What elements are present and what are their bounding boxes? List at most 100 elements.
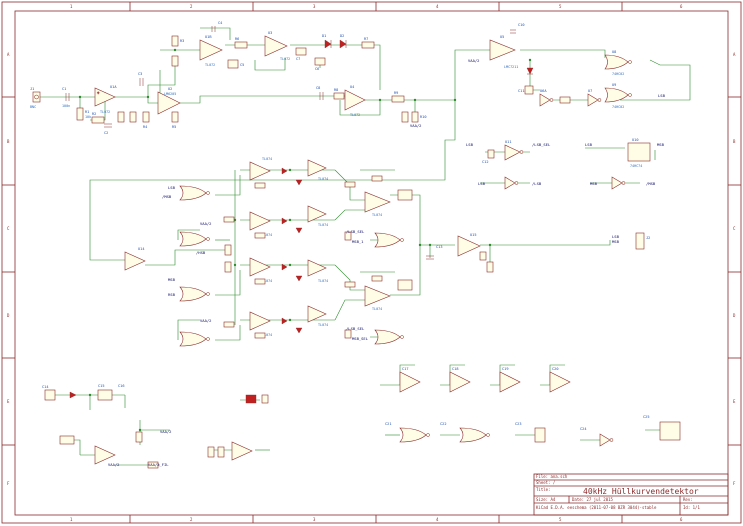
decoupling-gates: C21 C22 C23 C24 C25 <box>385 415 681 447</box>
u1a-value: TL072 <box>100 110 110 114</box>
c7-ref: C7 <box>296 57 300 61</box>
inverter-u6a: U6A <box>539 89 554 107</box>
opamp-ch2-a: TL074 <box>249 211 272 237</box>
inverter-u7: U7 <box>587 89 602 107</box>
opamp-sum-lower: TL074 <box>364 285 391 311</box>
net-lsb-sel-mid: /LSB_SEL <box>346 229 365 234</box>
power-connector: C14 C15 C16 <box>42 384 125 401</box>
j1-value: BNC <box>30 105 36 109</box>
opamp-u14: U14 <box>124 247 146 271</box>
u8-value: 74HC02 <box>612 72 624 76</box>
resistor-r4: R4 <box>117 111 150 129</box>
c17-ref: C17 <box>402 367 409 371</box>
u7-ref: U7 <box>588 89 592 93</box>
row-marker-d: D <box>7 313 10 318</box>
col-marker-2: 2 <box>190 4 193 9</box>
capacitor-c8: C8 <box>316 86 324 100</box>
capacitor-c5: C5 <box>227 59 244 69</box>
ch3b-value: TL074 <box>318 279 328 283</box>
j1-ref: J1 <box>30 87 34 91</box>
resistor-r6: R6 <box>234 37 248 49</box>
capacitor-c7: C7 <box>295 47 307 61</box>
opamp-u4: U4 TL072 <box>344 85 366 117</box>
d2-ref: D2 <box>340 34 344 38</box>
c16-ref: C16 <box>118 384 125 388</box>
row-marker-a: A <box>7 52 10 57</box>
resistor-r3: R3 <box>171 35 184 67</box>
capacitor-c1: C1 100n <box>62 87 70 108</box>
net-vaa2-top: VAA/2 <box>410 123 421 128</box>
resistor-r10: R10 <box>401 111 427 123</box>
u10-ref: U10 <box>632 138 639 142</box>
c12-ref: C12 <box>482 160 489 164</box>
row-marker-e-right: E <box>733 399 736 404</box>
u3-value: TL072 <box>280 57 290 61</box>
sum-upper-value: TL074 <box>372 213 382 217</box>
c2-ref: C2 <box>104 131 108 135</box>
c25-ref: C25 <box>643 415 650 419</box>
nor-gate-sel-msb: /LSB_SEL MSB_SEL <box>346 326 404 345</box>
c10-ref: C10 <box>518 23 525 27</box>
decoupling-opamps: C17 C18 C19 C20 <box>399 367 571 393</box>
channel-resistors <box>223 175 383 339</box>
row-marker-d-right: D <box>733 313 736 318</box>
opamp-u3: U3 TL072 <box>264 31 290 61</box>
c24-ref: C24 <box>580 427 587 431</box>
title-block-rev-caption: Rev: <box>683 497 693 502</box>
col-marker-1-bottom: 1 <box>70 517 73 522</box>
opamp-ch4-b: TL074 <box>307 305 328 327</box>
u2-ref: U2 <box>168 87 172 91</box>
u8-ref: U8 <box>612 50 616 54</box>
capacitor-c10: C10 <box>510 23 525 34</box>
sum-lower-value: TL074 <box>372 307 382 311</box>
diode-d2: D2 <box>339 34 347 49</box>
net-vaa2-ref2: VAA/2 <box>108 462 119 467</box>
net-lsb-mid: LSB <box>466 142 474 147</box>
ch3a-value: TL074 <box>262 279 272 283</box>
nor-gate-u9: U9 74HC02 <box>604 83 632 109</box>
inverter-u13 <box>611 176 626 190</box>
power-inductor <box>245 394 269 404</box>
capacitor-c12: C12 <box>482 149 495 164</box>
resistor-r8: R8 <box>333 88 345 100</box>
opamp-u-bottom <box>207 441 253 461</box>
j2-ref: J2 <box>646 236 650 240</box>
ch1a-value: TL074 <box>262 157 272 161</box>
r9-ref: R9 <box>394 91 398 95</box>
net-msb-sel-low: MSB_SEL <box>352 336 369 341</box>
title-block-tool: KiCad E.D.A. eeschema (2011-07-08 BZR 30… <box>536 505 657 510</box>
net-vaa2-fil: VAA/2_FIL <box>148 462 169 467</box>
switch-upper <box>397 189 413 291</box>
row-marker-e: E <box>7 399 10 404</box>
c23-ref: C23 <box>515 422 522 426</box>
net-msb-inv-in: MSB <box>590 181 598 186</box>
u4-ref: U4 <box>350 85 354 89</box>
u2-value: LM6205 <box>164 92 176 96</box>
u11-ref: U11 <box>505 140 512 144</box>
c1-value: 100n <box>62 104 70 108</box>
net-nlsb: /LSB <box>532 181 542 186</box>
net-vaa2-ref: VAA/2 <box>160 429 171 434</box>
u1b-value: TL072 <box>205 63 215 67</box>
c3-ref: C3 <box>138 72 142 76</box>
c11-ref: C11 <box>518 89 525 93</box>
title-block-sheet: Sheet: / <box>536 480 556 485</box>
inverter-u12 <box>504 176 519 190</box>
col-marker-3: 3 <box>313 4 316 9</box>
c1-ref: C1 <box>62 87 66 91</box>
resistor-r5: R5 <box>171 111 179 129</box>
resistor-r2: R2 <box>91 112 105 124</box>
c8-ref: C8 <box>316 86 320 90</box>
opamp-ch4-a: TL074 <box>249 311 272 337</box>
u5-ref: U5 <box>500 35 504 39</box>
c14-ref: C14 <box>42 385 49 389</box>
ch4b-value: TL074 <box>318 323 328 327</box>
opamp-ch2-b: TL074 <box>307 205 328 227</box>
net-lsb-sel: /LSB_SEL <box>532 142 551 147</box>
col-marker-2-bottom: 2 <box>190 517 193 522</box>
col-marker-5-bottom: 5 <box>559 517 562 522</box>
net-msb-right: MSB <box>657 142 665 147</box>
net-msb-gate3: MSB <box>168 277 176 282</box>
